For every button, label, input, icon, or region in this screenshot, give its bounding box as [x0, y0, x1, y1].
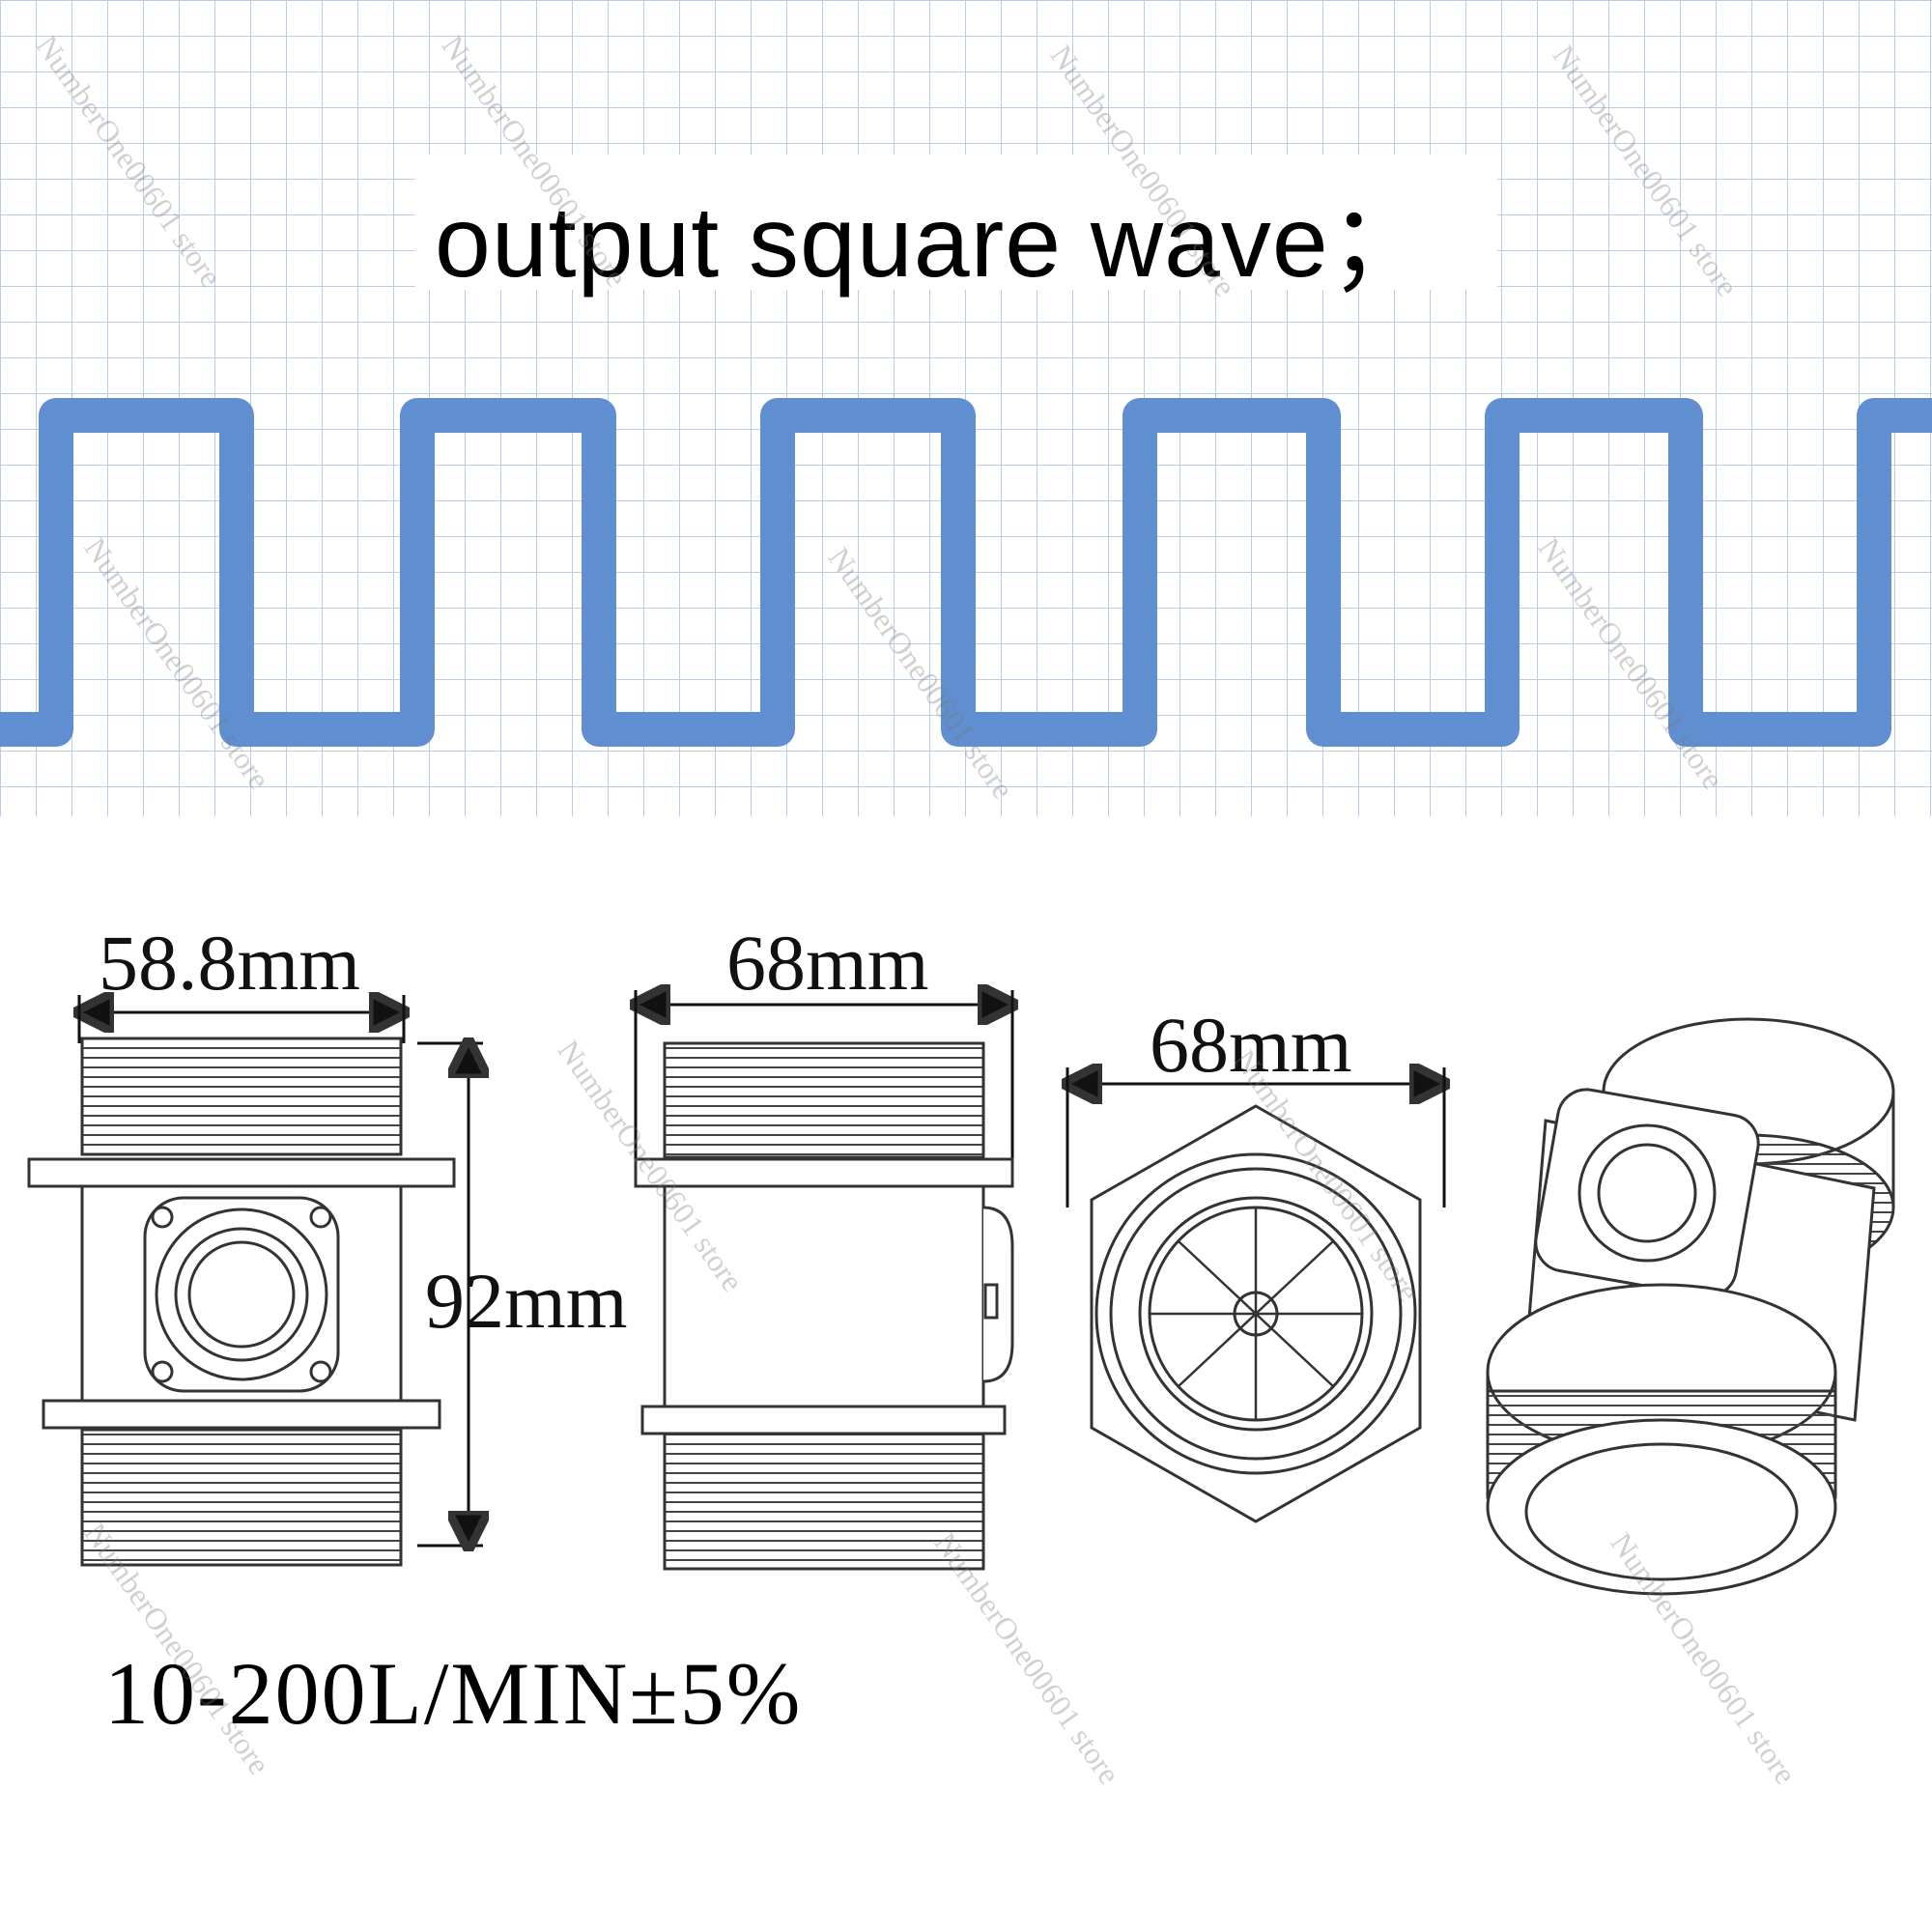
square-wave [0, 398, 1932, 747]
front-sensor-flange [143, 1196, 340, 1393]
title-background [415, 155, 1497, 290]
side-width-label: 68mm [726, 919, 929, 1007]
height-label: 92mm [425, 1257, 628, 1345]
front-width-label: 58.8mm [99, 919, 361, 1007]
end-width-label: 68mm [1150, 1001, 1352, 1089]
flow-spec: 10-200L/MIN±5% [104, 1644, 803, 1743]
side-view [636, 990, 1012, 1571]
page-title: output square wave； [435, 186, 1431, 298]
isometric-view [1486, 1017, 1895, 1596]
front-view [27, 995, 483, 1567]
impeller-blades [1150, 1208, 1362, 1420]
end-view [1067, 1067, 1444, 1523]
